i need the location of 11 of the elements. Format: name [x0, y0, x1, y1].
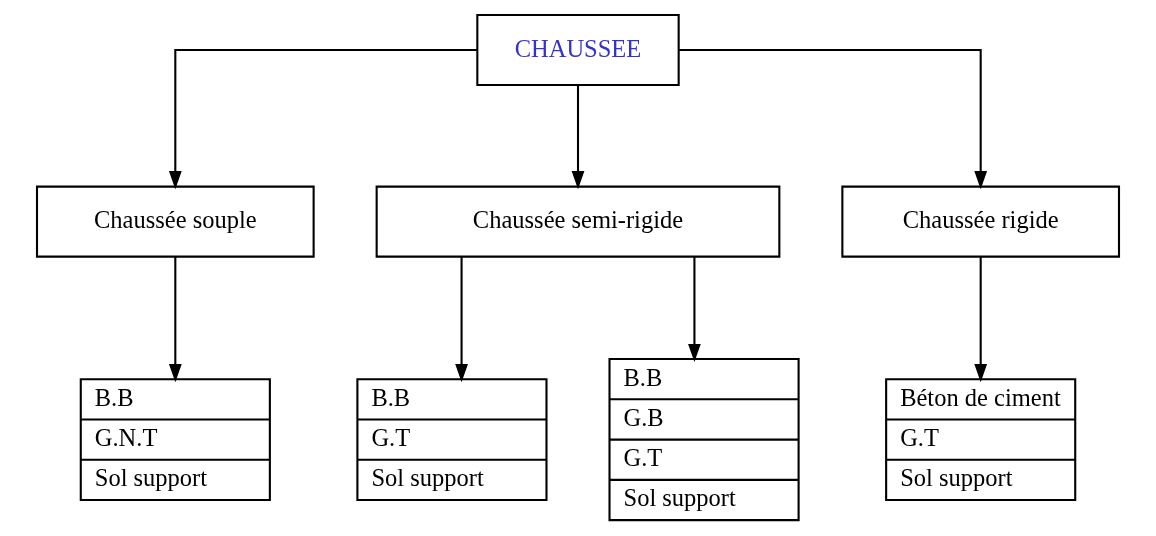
arrow [974, 256, 988, 383]
node-box: CHAUSSEE [476, 13, 680, 87]
node-box: Chaussée rigide [841, 185, 1121, 258]
arrow [455, 256, 468, 383]
arrow [168, 256, 182, 383]
arrow [688, 256, 701, 363]
arrow [679, 49, 988, 190]
node-box: Chaussée semi-rigide [375, 185, 781, 258]
arrow [571, 85, 585, 190]
node-box: Chaussée souple [35, 185, 315, 258]
arrow [168, 49, 477, 190]
